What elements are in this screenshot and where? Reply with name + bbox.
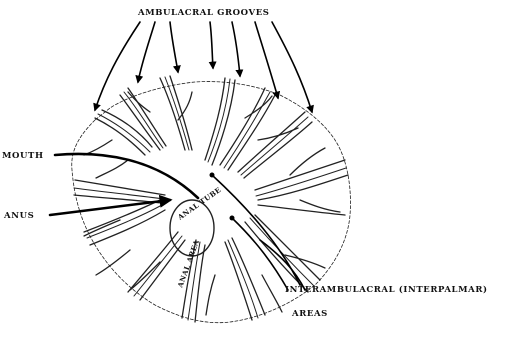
ambulacral-grooves-label: AMBULACRAL GROOVES — [137, 8, 270, 18]
mouth-label: MOUTH — [2, 151, 44, 161]
interambulacral-label-line1: INTERAMBULACRAL (INTERPALMAR) — [285, 284, 488, 295]
anal-tube-label: ANAL TUBE — [175, 185, 223, 222]
anus-pointer — [50, 200, 170, 215]
interambulacral-pointers — [210, 173, 306, 291]
anus-label: ANUS — [3, 211, 34, 221]
interambulacral-label-line2: AREAS — [291, 309, 328, 319]
ambulacral-groove-pointers — [95, 22, 312, 112]
mouth-pointer — [55, 154, 198, 198]
